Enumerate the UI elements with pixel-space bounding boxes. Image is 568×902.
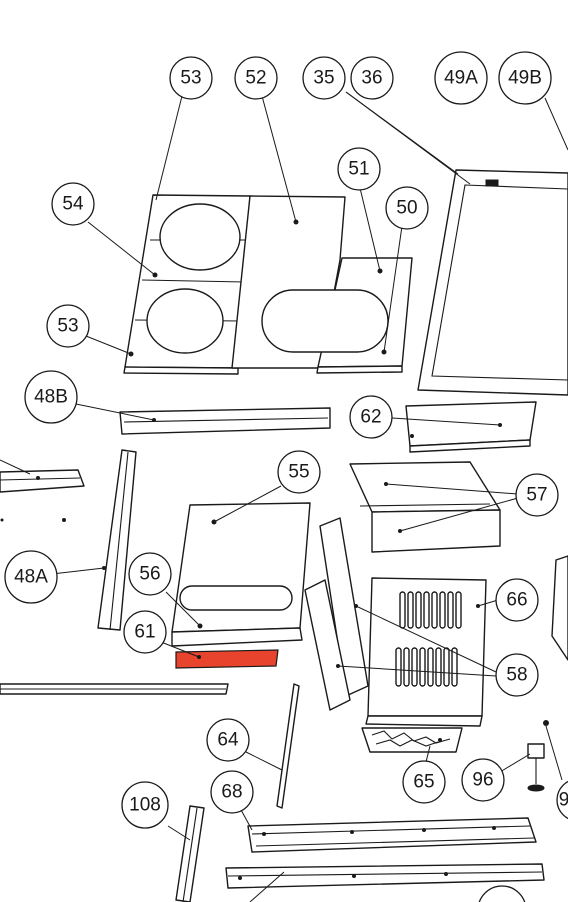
part-side-panels-58 (304, 517, 369, 711)
grate-slot (407, 591, 414, 629)
grate-slot (447, 591, 454, 629)
part-long-bar (0, 683, 229, 695)
part-baffle-55 (171, 502, 311, 647)
callout-68[interactable]: 68 (210, 770, 254, 814)
callout-55[interactable]: 55 (277, 450, 321, 494)
grate-slot (431, 591, 438, 629)
callout-53-top[interactable]: 53 (169, 56, 213, 100)
callout-48a[interactable]: 48A (4, 550, 58, 604)
part-65 (361, 727, 463, 753)
callout-52[interactable]: 52 (234, 56, 278, 100)
callout-51[interactable]: 51 (337, 147, 381, 191)
part-61-highlighted (175, 649, 279, 669)
callout-65[interactable]: 65 (402, 760, 446, 804)
callout-108[interactable]: 108 (121, 781, 169, 829)
grate-slot (427, 647, 434, 687)
part-plates-57 (349, 461, 501, 553)
grate-slot (411, 647, 418, 687)
part-plate-62 (405, 401, 537, 453)
grate-slot (443, 647, 450, 687)
grate-slot (439, 591, 446, 629)
part-door-frame (417, 169, 568, 396)
part-grate-66 (365, 577, 487, 727)
part-rod-108 (175, 805, 205, 902)
callout-54[interactable]: 54 (51, 182, 95, 226)
grate-slot (455, 591, 462, 629)
callout-61[interactable]: 61 (123, 610, 167, 654)
callout-58[interactable]: 58 (495, 653, 539, 697)
grate-slot (451, 647, 458, 687)
callout-partial-bottom (478, 885, 526, 902)
part-right-edge-piece (551, 555, 568, 661)
callout-49b[interactable]: 49B (498, 51, 552, 105)
callout-66[interactable]: 66 (495, 578, 539, 622)
grate-slot (403, 647, 410, 687)
callout-50[interactable]: 50 (385, 186, 429, 230)
grate-slot (395, 647, 402, 687)
grate-slot (435, 647, 442, 687)
part-left-bracket (0, 469, 85, 522)
part-oval-panel (261, 257, 413, 374)
callout-64[interactable]: 64 (206, 718, 250, 762)
callout-49a[interactable]: 49A (434, 51, 488, 105)
callout-35[interactable]: 35 (302, 56, 346, 100)
grate-slot (415, 591, 422, 629)
grate-slot (423, 591, 430, 629)
part-rail-48b (119, 407, 331, 435)
grate-slot (419, 647, 426, 687)
callout-9-partial[interactable]: 9 (556, 779, 568, 821)
callout-36[interactable]: 36 (350, 56, 394, 100)
part-rail-48a (97, 449, 137, 631)
part-top-left-panel (123, 194, 251, 375)
part-rod-64 (276, 683, 300, 809)
callout-96[interactable]: 96 (461, 758, 505, 802)
callout-48b[interactable]: 48B (24, 370, 78, 424)
callout-53-bottom[interactable]: 53 (46, 304, 90, 348)
callout-62[interactable]: 62 (349, 395, 393, 439)
part-bottom-bar (225, 863, 545, 889)
part-96-bolt (527, 720, 549, 792)
grate-slot (399, 591, 406, 629)
callout-57[interactable]: 57 (515, 473, 559, 517)
part-bar-68 (247, 817, 537, 853)
callout-56[interactable]: 56 (128, 552, 172, 596)
